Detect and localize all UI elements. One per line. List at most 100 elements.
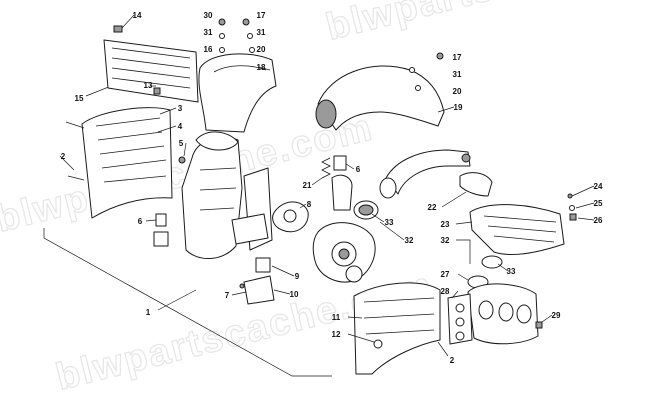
gasket-28-hole-1 [455,303,465,313]
leader-32a [379,221,405,241]
bolt-17b [436,52,444,60]
grommet-6a [155,213,167,227]
shield-23-hatch [483,215,557,243]
bolt-2a-top [65,121,85,129]
bracket-10 [243,275,275,305]
callout-c30: 30 [204,11,213,20]
grommet-12 [373,339,383,349]
leader-6b [345,163,355,170]
leader-24 [571,185,595,197]
callout-c10: 10 [290,290,299,299]
mount-plate [231,213,269,245]
callout-c17b: 17 [453,53,462,62]
leader-33a [371,213,385,223]
callout-c31c: 31 [453,70,462,79]
callout-c17a: 17 [257,11,266,20]
muffler-ribs [199,167,237,211]
bolt-2a-bottom [67,175,85,181]
leader-2b [437,341,449,357]
washer-31b [247,33,253,39]
leader-19 [437,106,455,113]
tube-22-stub [461,153,471,163]
bolt-13 [153,87,161,95]
callout-c2a: 2 [61,152,66,161]
elbow-18-rib [213,65,267,73]
leader-1 [157,289,197,311]
leader-23 [455,221,473,225]
hanger-6b [331,174,353,211]
gasket-28-hole-3 [455,331,465,341]
leader-2a [59,155,75,171]
pipe-19-outlet [315,99,337,129]
leader-11 [347,316,363,319]
exhaust-pipe-19 [317,65,445,131]
callout-c7: 7 [225,291,230,300]
bolt-7 [239,283,245,289]
callout-c18: 18 [257,63,266,72]
assembly-bracket-1 [43,228,332,377]
leader-28 [451,290,459,299]
grommet-9 [255,257,271,273]
manifold-port-2 [498,302,514,322]
nut-20a [249,47,255,53]
callout-c14: 14 [133,11,142,20]
callout-c6a: 6 [138,217,143,226]
callout-c4: 4 [178,122,183,131]
turbo-hub [338,248,350,260]
leader-10 [273,289,291,295]
heat-shield-11 [353,282,441,375]
callout-c13: 13 [144,81,153,90]
turbo-outlet [345,265,363,283]
leader-21 [311,177,323,186]
leader-7 [231,291,247,296]
tube-22-end [379,177,397,199]
callout-c3: 3 [178,104,183,113]
washer-25 [569,205,575,211]
watermark-text-3: blwpartscache.com [322,0,650,49]
callout-c31b: 31 [257,28,266,37]
leader-6a [145,219,157,222]
leader-27 [457,273,469,281]
nut-26 [569,213,577,221]
callout-c23: 23 [441,220,450,229]
callout-c24: 24 [594,182,603,191]
callout-c2b: 2 [450,356,455,365]
callout-c1: 1 [146,308,151,317]
callout-c33a: 33 [385,218,394,227]
callout-c15: 15 [75,94,84,103]
coupler-22 [459,172,493,197]
callout-c20b: 20 [453,87,462,96]
callout-c19: 19 [454,103,463,112]
callout-c32a: 32 [405,236,414,245]
manifold-shield-23 [469,204,565,255]
callout-c25: 25 [594,199,603,208]
nut-29 [535,321,543,329]
nut-16 [219,47,225,53]
leader-9 [271,265,295,277]
leader-32b [456,239,471,264]
leader-8 [299,203,307,209]
callout-c33b: 33 [507,267,516,276]
callout-c6b: 6 [356,165,361,174]
spring-21 [321,157,331,179]
leader-25 [575,202,595,209]
callout-c28: 28 [441,287,450,296]
callout-c32b: 32 [441,236,450,245]
callout-layer: 1223456678910111213141516171718192020212… [61,11,603,365]
nut-20b [415,85,421,91]
callout-c22: 22 [428,203,437,212]
leader-14 [121,14,135,29]
callout-c26: 26 [594,216,603,225]
leader-18 [257,66,271,71]
bolt-24 [567,193,573,199]
gasket-28-hole-2 [455,317,465,327]
leader-4 [157,125,177,133]
leader-12 [347,333,375,343]
callout-c21: 21 [303,181,312,190]
exhaust-tube-22 [385,149,471,195]
grommet-6b [333,155,347,171]
callout-c11: 11 [332,313,341,322]
bolt-17a [242,18,250,26]
muffler-inlet [195,131,239,151]
